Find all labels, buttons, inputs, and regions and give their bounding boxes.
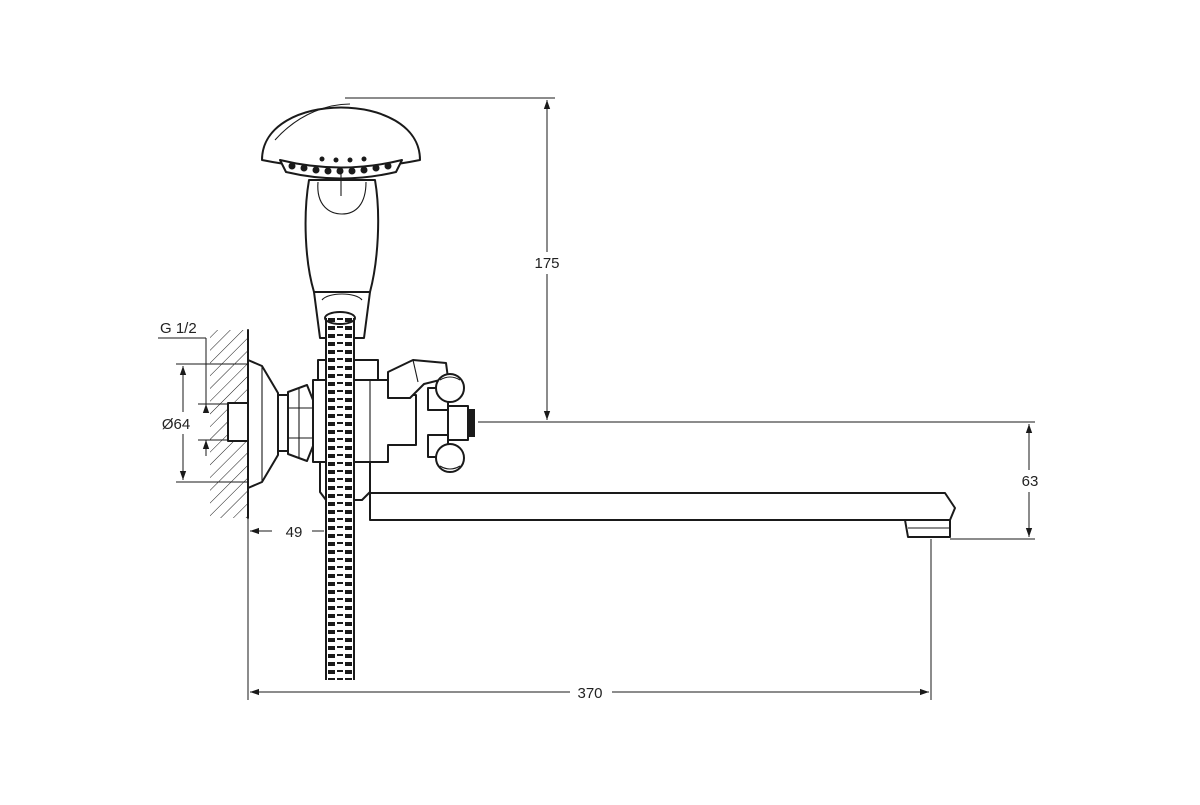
valve-handle-bottom (427, 434, 465, 473)
dimension-175: 175 (345, 97, 1035, 423)
shower-hose (324, 311, 356, 680)
shower-handle (304, 174, 380, 339)
dimension-63-label: 63 (1022, 473, 1039, 490)
dimension-175-label: 175 (534, 255, 559, 272)
dimension-63: 63 (950, 424, 1046, 540)
dimension-diameter: Ø64 (156, 363, 248, 483)
shower-head (261, 103, 421, 180)
eccentric-connector (277, 384, 314, 462)
dimension-diameter-label: Ø64 (162, 416, 190, 433)
dimension-thread: G 1/2 (158, 320, 228, 456)
dimension-thread-label: G 1/2 (160, 320, 197, 337)
dimension-370-label: 370 (577, 685, 602, 702)
wall-flange (227, 359, 279, 489)
dimension-370: 370 (250, 539, 932, 704)
diverter-lever (387, 359, 449, 399)
dimension-49: 49 (247, 518, 324, 700)
spout (369, 492, 956, 538)
valve-cap (447, 405, 475, 441)
valve-handle-top (427, 373, 465, 411)
dimension-49-label: 49 (286, 524, 303, 541)
